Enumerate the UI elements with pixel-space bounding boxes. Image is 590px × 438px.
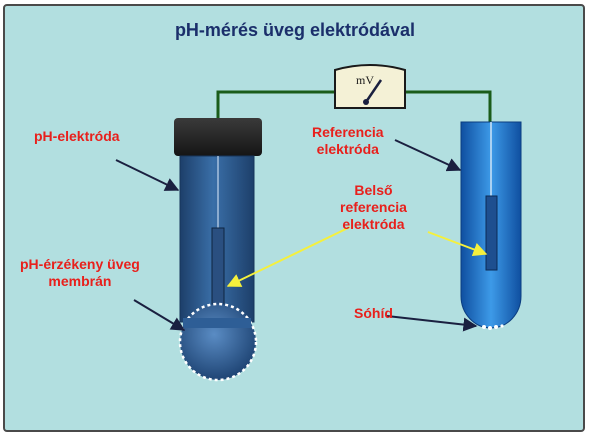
membrane-arrow <box>133 299 186 331</box>
salt-bridge-arrow <box>386 315 478 332</box>
inner-reference-label-line3: elektróda <box>342 216 405 232</box>
diagram-title: pH-mérés üveg elektródával <box>174 20 416 40</box>
glass-membrane-label-line1: pH-érzékeny üveg <box>20 256 140 272</box>
glass-membrane-label-line2: membrán <box>48 273 112 289</box>
inner-reference-electrode-label: Belső referencia elektróda <box>340 182 407 233</box>
reference-electrode-label-line2: elektróda <box>316 141 379 157</box>
ph-electrode-label: pH-elektróda <box>34 128 120 144</box>
salt-bridge-label: Sóhíd <box>354 305 393 321</box>
ph-electrode-arrow <box>115 159 180 191</box>
glass-membrane-label: pH-érzékeny üveg membrán <box>20 256 140 290</box>
inner-reference-arrow-right <box>427 231 488 257</box>
millivolt-meter-icon <box>334 64 406 109</box>
inner-reference-arrow-left <box>226 226 351 287</box>
reference-electrode-label-line1: Referencia <box>312 124 384 140</box>
salt-bridge-frit-icon <box>482 324 504 330</box>
inner-reference-label-line1: Belső <box>354 182 393 198</box>
reference-electrode-arrow <box>394 139 462 172</box>
meter-unit-label: mV <box>356 73 374 87</box>
reference-electrode-icon <box>460 121 522 330</box>
connecting-wire <box>216 90 492 122</box>
ph-electrode-icon <box>174 118 262 382</box>
reference-electrode-label: Referencia elektróda <box>312 124 384 158</box>
inner-reference-label-line2: referencia <box>340 199 407 215</box>
